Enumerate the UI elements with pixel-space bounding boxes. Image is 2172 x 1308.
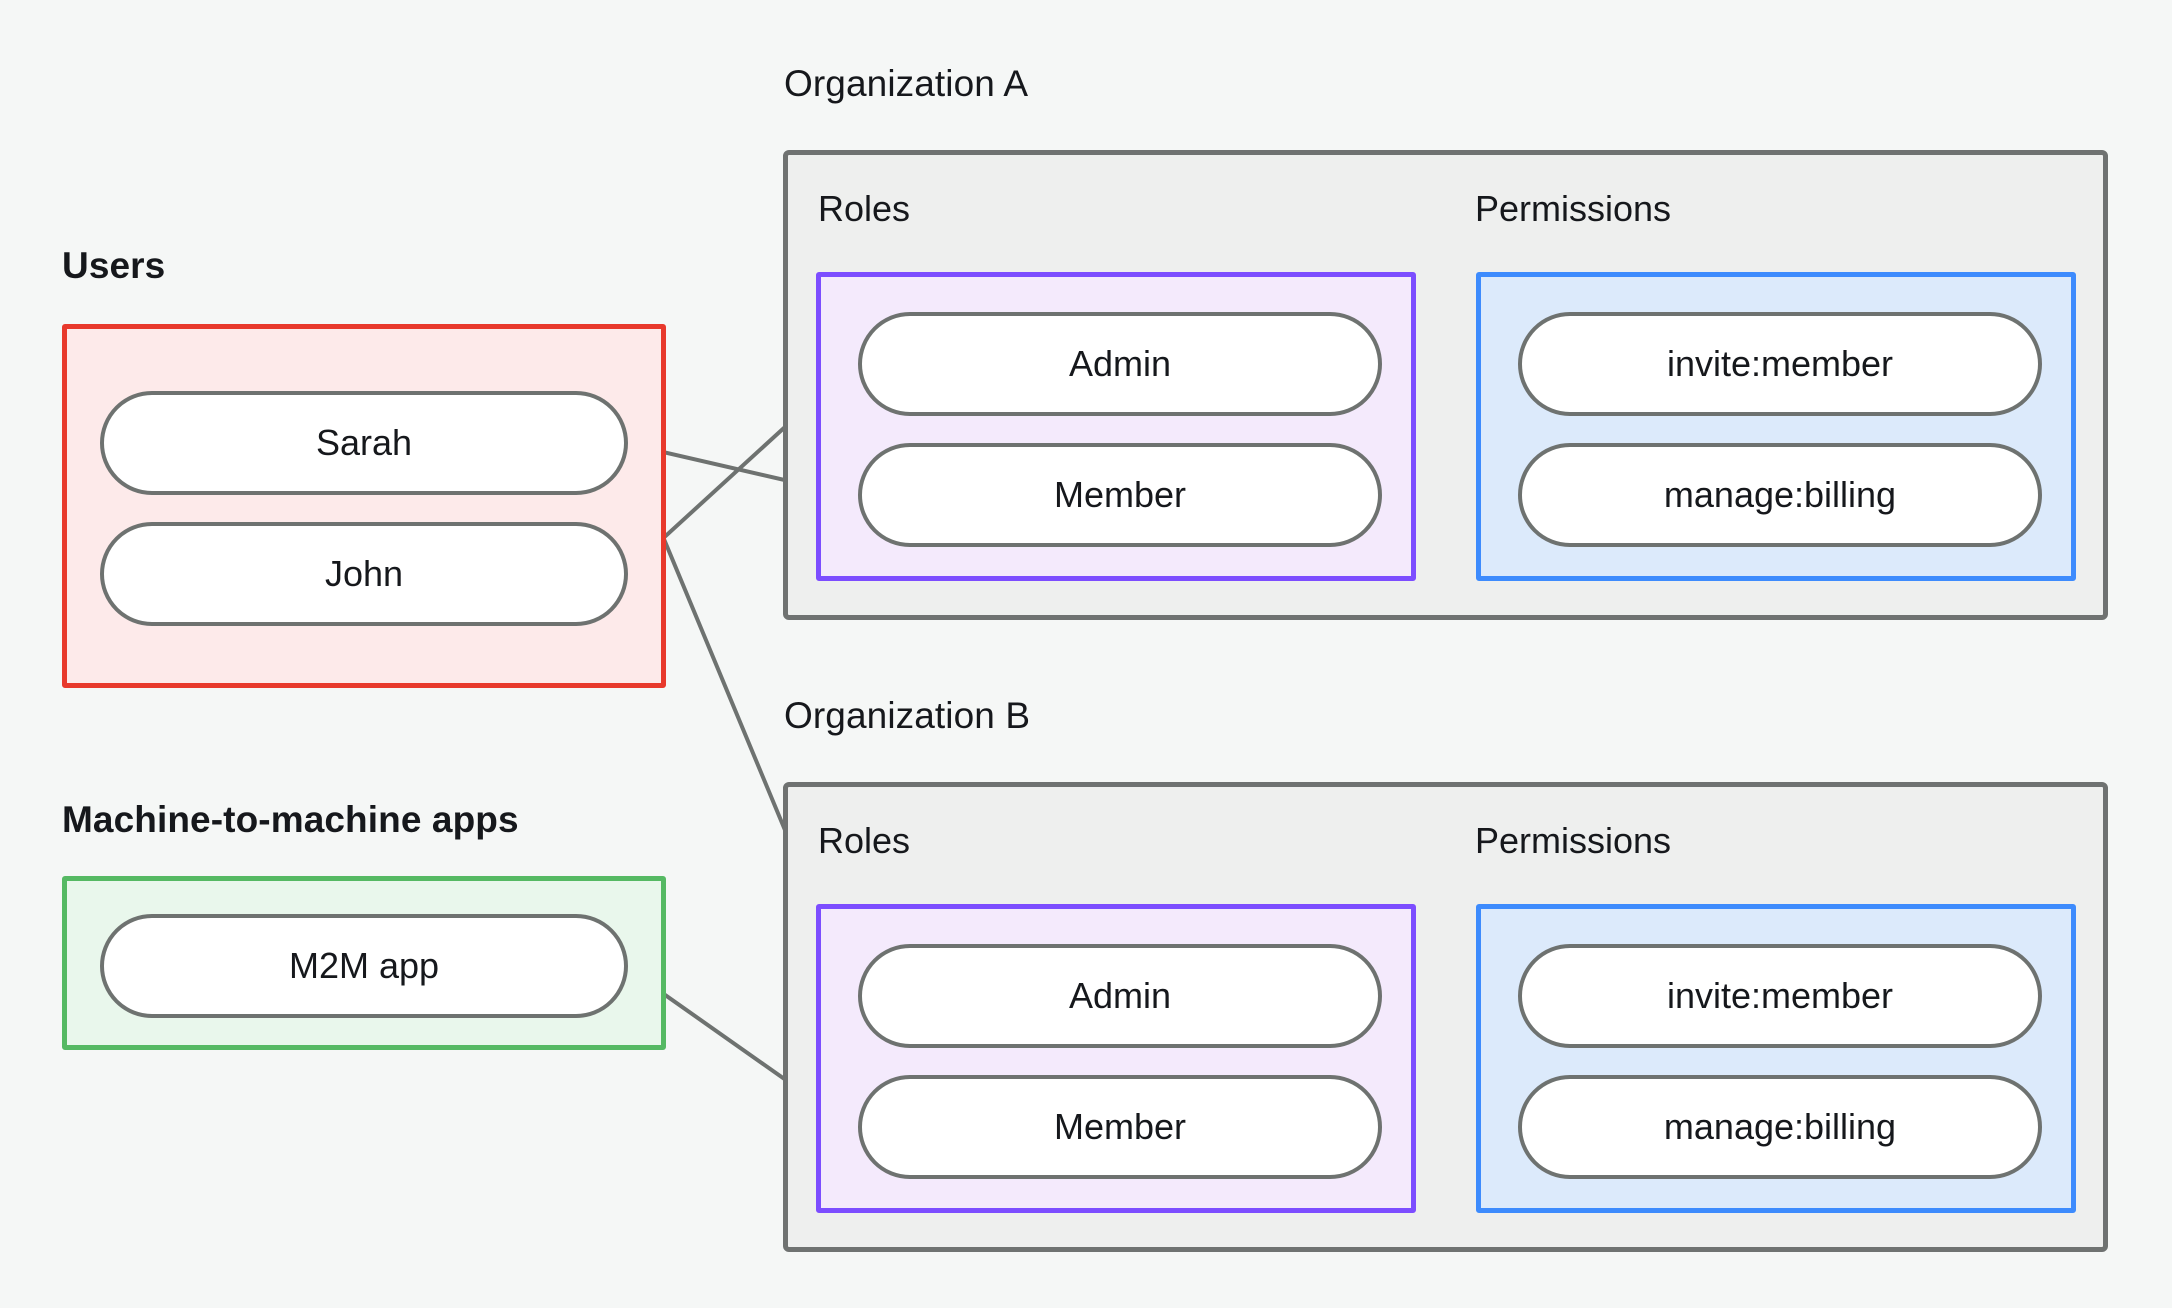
users-group-box xyxy=(62,324,666,688)
organization-a-role-member-label: Member xyxy=(1053,474,1187,515)
organization-a-role-admin[interactable]: Admin xyxy=(858,312,1382,416)
organization-a-permission-manage-billing[interactable]: manage:billing xyxy=(1518,443,2042,547)
organization-a-permission-invite-member[interactable]: invite:member xyxy=(1518,312,2042,416)
user-node-john[interactable]: John xyxy=(100,522,628,626)
organization-b-permission-manage-billing-label: manage:billing xyxy=(1663,1106,1897,1147)
organization-a-permission-invite-member-label: invite:member xyxy=(1666,343,1894,384)
organization-b-permission-invite-member[interactable]: invite:member xyxy=(1518,944,2042,1048)
organization-a-title: Organization A xyxy=(784,63,1029,104)
users-group-title: Users xyxy=(62,245,166,286)
m2m-node-app-label: M2M app xyxy=(288,945,440,986)
organization-b-role-admin-label: Admin xyxy=(1068,975,1172,1016)
user-node-john-label: John xyxy=(324,553,404,594)
organization-a-permission-manage-billing-label: manage:billing xyxy=(1663,474,1897,515)
organization-b-permission-invite-member-label: invite:member xyxy=(1666,975,1894,1016)
organization-a-role-member[interactable]: Member xyxy=(858,443,1382,547)
organization-b-title: Organization B xyxy=(784,695,1031,736)
organization-b-role-member[interactable]: Member xyxy=(858,1075,1382,1179)
organization-b-permissions-label: Permissions xyxy=(1475,820,1672,861)
organization-b-permission-manage-billing[interactable]: manage:billing xyxy=(1518,1075,2042,1179)
organization-a-permissions-label: Permissions xyxy=(1475,188,1672,229)
organization-a-roles-label: Roles xyxy=(818,188,911,229)
organization-a-role-admin-label: Admin xyxy=(1068,343,1172,384)
user-node-sarah-label: Sarah xyxy=(315,422,413,463)
organization-b-roles-label: Roles xyxy=(818,820,911,861)
m2m-group-title: Machine-to-machine apps xyxy=(62,799,519,840)
m2m-node-app[interactable]: M2M app xyxy=(100,914,628,1018)
user-node-sarah[interactable]: Sarah xyxy=(100,391,628,495)
organization-b-role-admin[interactable]: Admin xyxy=(858,944,1382,1048)
organization-b-role-member-label: Member xyxy=(1053,1106,1187,1147)
